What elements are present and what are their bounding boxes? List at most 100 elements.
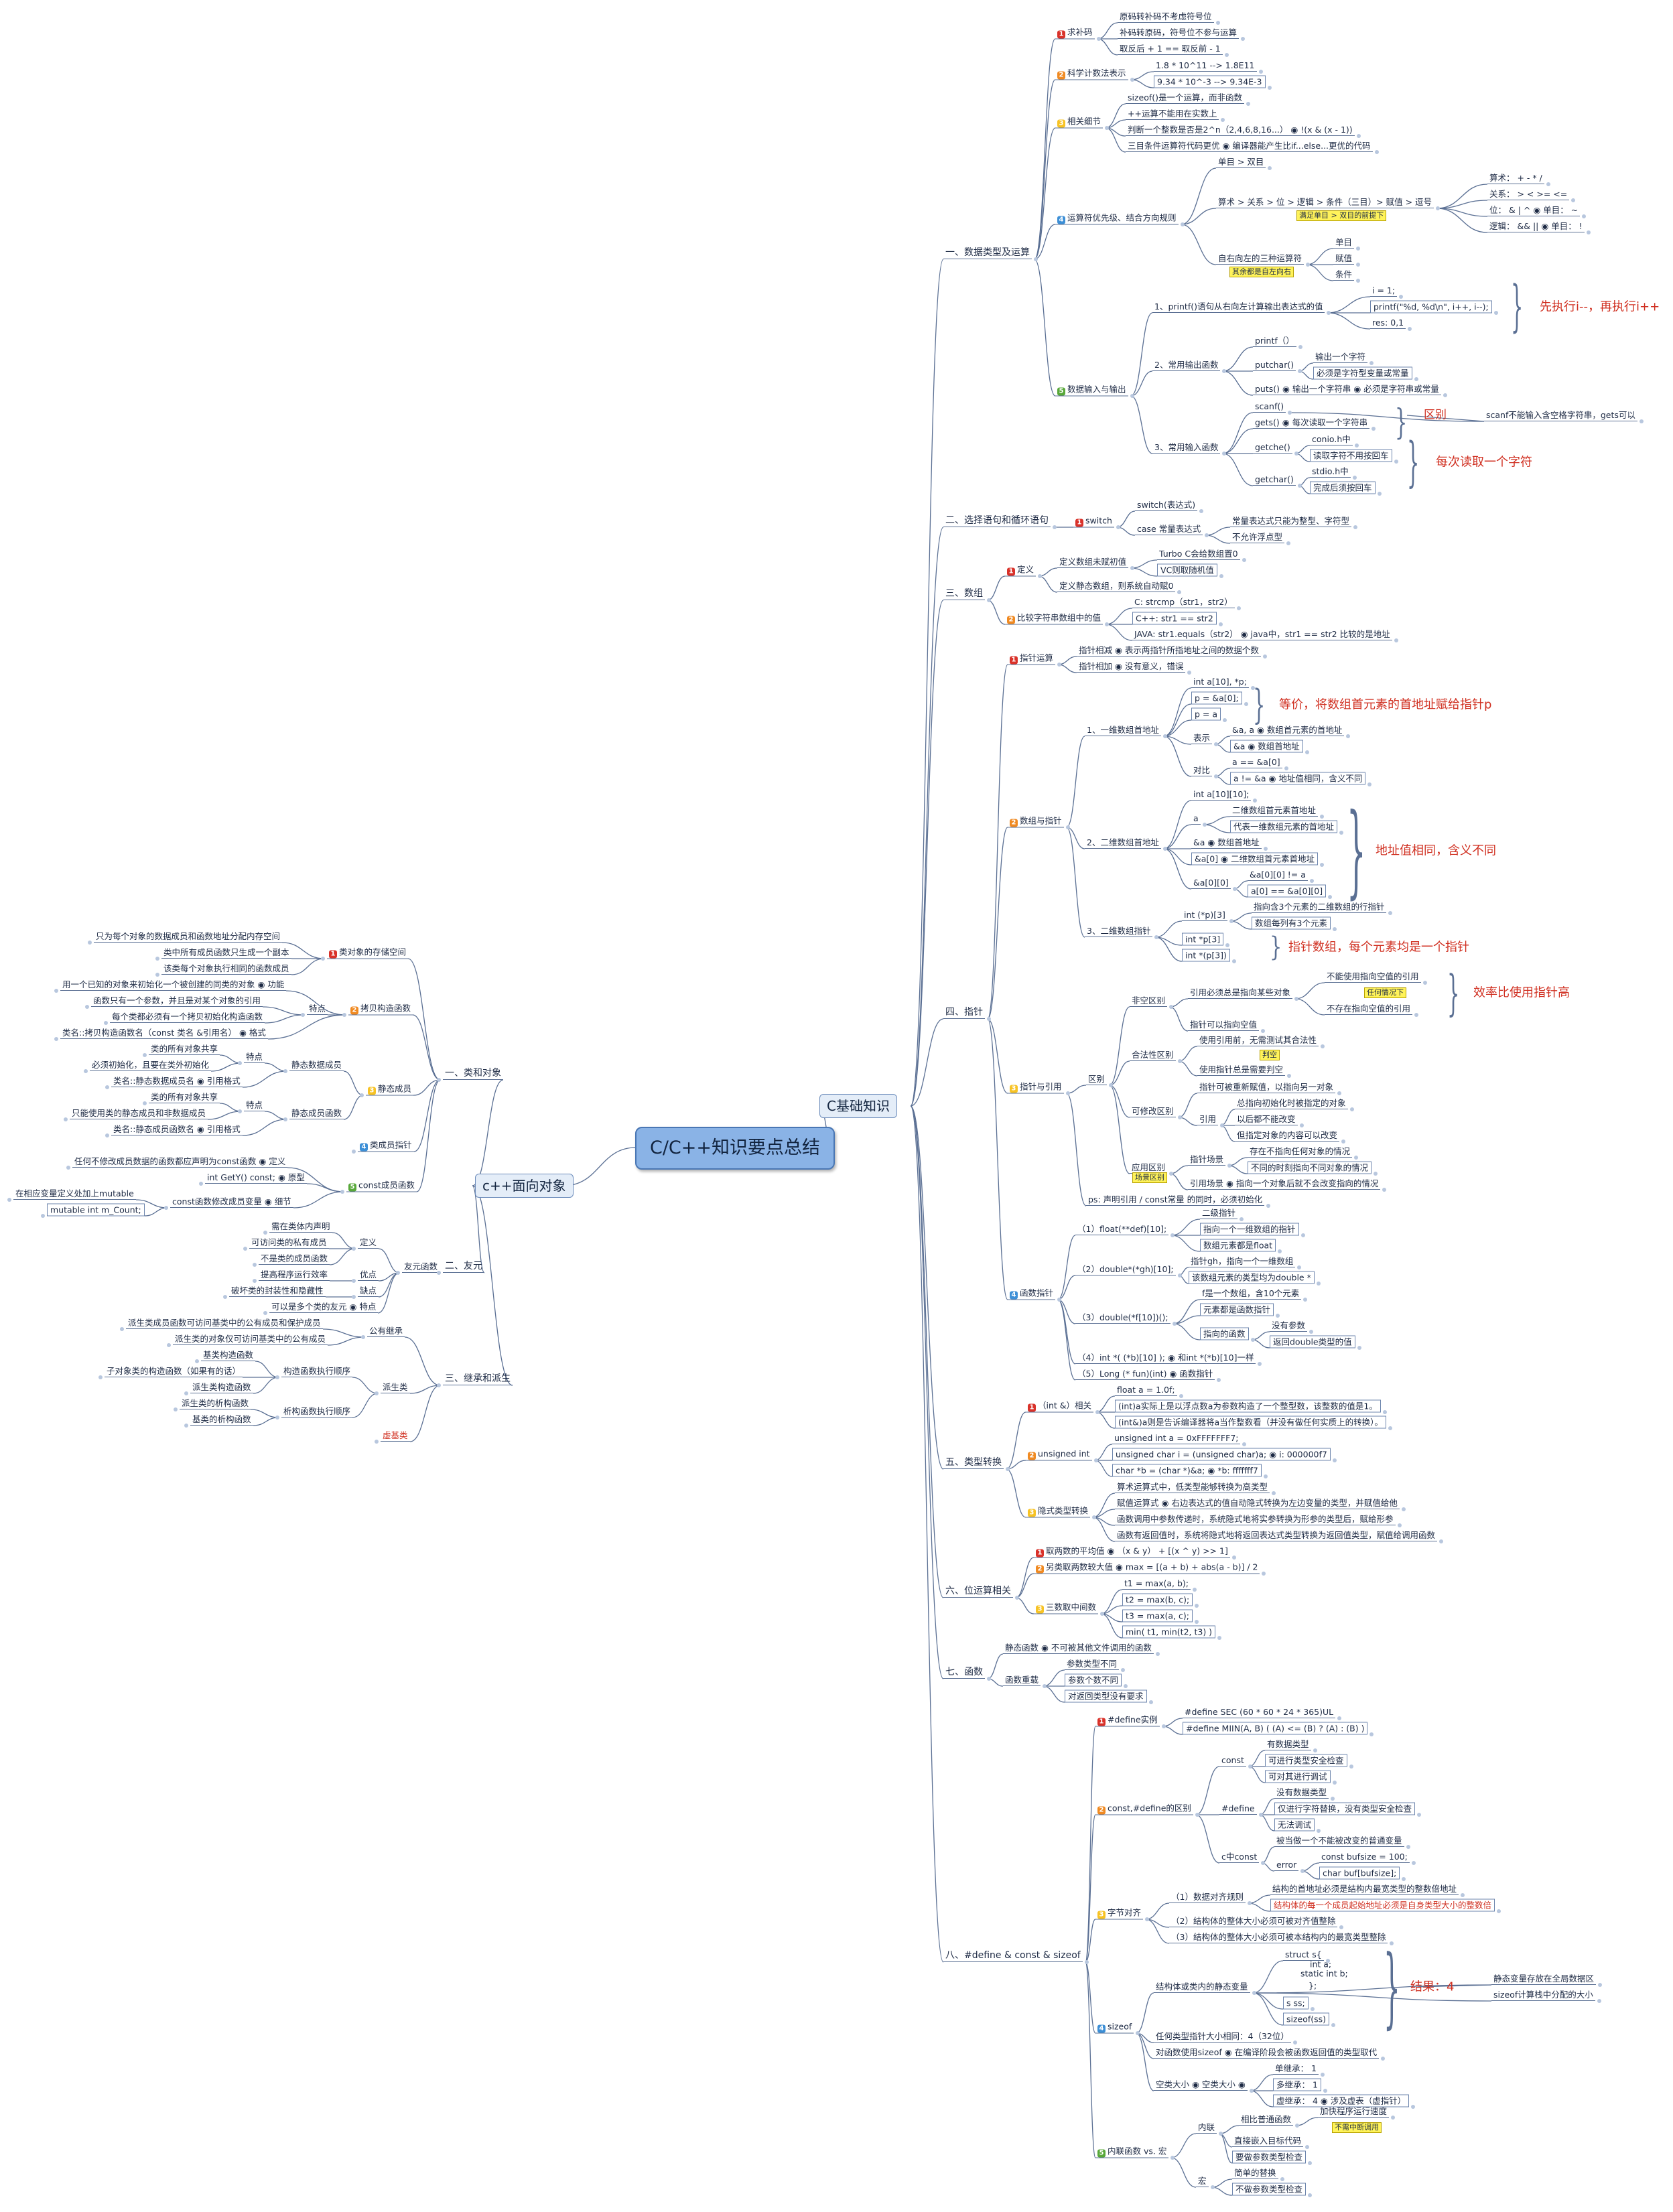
node-c5b3[interactable]: char *b = (char *)&a; ◉ *b: fffffff7 bbox=[1112, 1464, 1262, 1477]
node-c1e33[interactable]: getche() bbox=[1253, 441, 1292, 454]
node-c4b12[interactable]: p = &a[0]; bbox=[1191, 691, 1242, 705]
node-c5[interactable]: 五、类型转换 bbox=[943, 1457, 1004, 1469]
node-p1c111[interactable]: 类的所有对象共享 bbox=[149, 1043, 220, 1055]
node-c5c3[interactable]: 函数调用中参数传递时，系统隐式地将实参转换为形参的类型后，赋给形参 bbox=[1115, 1513, 1396, 1525]
main-topic-m-c[interactable]: C基础知识 bbox=[819, 1094, 897, 1118]
node-c4c2[interactable]: ps: 声明引用 / const常量 的同时，必须初始化 bbox=[1086, 1194, 1265, 1206]
node-p2a31[interactable]: 破坏类的封装性和隐藏性 bbox=[229, 1285, 326, 1297]
node-c1d33[interactable]: 条件 bbox=[1333, 269, 1355, 281]
node-c8b31[interactable]: 被当做一个不能被改变的普通变量 bbox=[1274, 1835, 1404, 1847]
node-c1c3[interactable]: 判断一个整数是否是2^n（2,4,6,8,16...） ◉ !(x & (x -… bbox=[1126, 124, 1355, 136]
node-c1e35[interactable]: scanf不能输入含空格字符串，gets可以 bbox=[1484, 409, 1637, 421]
node-p1b2[interactable]: 特点 bbox=[307, 1003, 328, 1015]
node-c5c1[interactable]: 算术运算式中，低类型能够转换为高类型 bbox=[1115, 1481, 1270, 1493]
node-c8c11[interactable]: 结构的首地址必须是结构内最宽类型的整数倍地址 bbox=[1270, 1883, 1459, 1895]
node-c4c111[interactable]: 引用必须总是指向某些对象 bbox=[1188, 987, 1293, 999]
node-c1e331[interactable]: conio.h中 bbox=[1310, 433, 1353, 445]
node-c6c2[interactable]: t2 = max(b, c); bbox=[1122, 1593, 1193, 1606]
node-c4c1[interactable]: 区别 bbox=[1086, 1073, 1108, 1085]
node-c8a1[interactable]: #define SEC (60 * 60 * 24 * 365)UL bbox=[1183, 1706, 1336, 1718]
node-c7a[interactable]: 静态函数 ◉ 不可被其他文件调用的函数 bbox=[1003, 1642, 1154, 1654]
node-c4c141[interactable]: 指针场景 bbox=[1188, 1154, 1226, 1166]
node-c3[interactable]: 三、数组 bbox=[943, 588, 985, 600]
node-c1c4[interactable]: 三目条件运算符代码更优 ◉ 编译器能产生比if...else...更优的代码 bbox=[1126, 140, 1373, 152]
node-c8d12[interactable]: s ss; bbox=[1283, 1996, 1309, 2010]
node-c4b21[interactable]: int a[10][10]; bbox=[1191, 788, 1252, 801]
node-c1e341[interactable]: stdio.h中 bbox=[1310, 466, 1351, 478]
node-p1a1[interactable]: 只为每个对象的数据成员和函数地址分配内存空间 bbox=[94, 930, 283, 943]
node-c8b32[interactable]: error bbox=[1274, 1859, 1299, 1871]
node-c1e1[interactable]: 1、printf()语句从右向左计算输出表达式的值 bbox=[1152, 301, 1325, 313]
node-c4b152[interactable]: a != &a ◉ 地址值相同，含义不同 bbox=[1230, 772, 1366, 785]
node-c4b252[interactable]: a[0] == &a[0][0] bbox=[1248, 884, 1327, 898]
node-c1d3[interactable]: 自右向左的三种运算符 bbox=[1216, 253, 1304, 265]
node-c8d3[interactable]: 对函数使用sizeof ◉ 在编译阶段会被函数返回值的类型取代 bbox=[1154, 2047, 1380, 2059]
node-p1a2[interactable]: 类中所有成员函数只生成一个副本 bbox=[161, 947, 291, 959]
node-c4d13[interactable]: 数组元素都是float bbox=[1200, 1239, 1276, 1252]
node-c1a3[interactable]: 取反后 + 1 == 取反前 - 1 bbox=[1118, 43, 1223, 55]
node-c1e13[interactable]: res: 0,1 bbox=[1370, 317, 1406, 329]
node-c1d22[interactable]: 关系： > < >= <= bbox=[1487, 188, 1570, 200]
node-c8d2[interactable]: 任何类型指针大小相同：4（32位） bbox=[1154, 2030, 1291, 2043]
node-c8e22[interactable]: 不做参数类型检查 bbox=[1232, 2183, 1307, 2196]
node-p3b[interactable]: 派生类 bbox=[381, 1381, 410, 1393]
node-c4b311[interactable]: 指向含3个元素的二维数组的行指针 bbox=[1252, 901, 1387, 913]
node-p1e2[interactable]: int GetY() const; ◉ 原型 bbox=[205, 1172, 307, 1184]
node-c1[interactable]: 一、数据类型及运算 bbox=[943, 247, 1032, 259]
node-c2a1[interactable]: switch(表达式) bbox=[1135, 499, 1198, 511]
node-c1d2[interactable]: 算术 > 关系 > 位 > 逻辑 > 条件（三目）> 赋值 > 逗号 bbox=[1216, 196, 1434, 208]
node-p2[interactable]: 二、友元 bbox=[443, 1261, 484, 1273]
node-p1a3[interactable]: 该类每个对象执行相同的函数成员 bbox=[161, 963, 291, 975]
node-c3b1[interactable]: C: strcmp（str1，str2） bbox=[1132, 596, 1235, 608]
node-p3b11[interactable]: 基类构造函数 bbox=[201, 1349, 256, 1361]
node-c8d43[interactable]: 虚继承： 4 ◉ 涉及虚表（虚指针） bbox=[1273, 2094, 1410, 2107]
node-c4c132[interactable]: 引用 bbox=[1197, 1113, 1219, 1125]
node-c5c4[interactable]: 函数有返回值时，系统将隐式地将返回表达式类型转换为返回值类型，赋值给调用函数 bbox=[1115, 1529, 1438, 1541]
node-c1e222[interactable]: 必须是字符型变量或常量 bbox=[1313, 366, 1412, 380]
node-c4b23[interactable]: &a ◉ 数组首地址 bbox=[1191, 837, 1262, 849]
node-c1e23[interactable]: puts() ◉ 输出一个字符串 ◉ 必须是字符串或常量 bbox=[1253, 383, 1441, 395]
node-c4b222[interactable]: 代表一维数组元素的首地址 bbox=[1230, 820, 1338, 833]
node-p3b22[interactable]: 基类的析构函数 bbox=[190, 1413, 253, 1426]
node-c4c1321[interactable]: 总指向初始化时被指定的对象 bbox=[1235, 1097, 1348, 1109]
node-p2a13[interactable]: 不是类的成员函数 bbox=[259, 1253, 330, 1265]
node-p3[interactable]: 三、继承和派生 bbox=[443, 1373, 513, 1385]
node-p2a3[interactable]: 缺点 bbox=[358, 1285, 379, 1297]
node-c7b[interactable]: 函数重载 bbox=[1003, 1674, 1041, 1686]
node-p1c211[interactable]: 类的所有对象共享 bbox=[149, 1091, 220, 1103]
node-c8b13[interactable]: 可对其进行调试 bbox=[1265, 1770, 1331, 1783]
node-c1a1[interactable]: 原码转补码不考虑符号位 bbox=[1118, 11, 1214, 23]
node-c4a2[interactable]: 指针相加 ◉ 没有意义，错误 bbox=[1077, 661, 1186, 673]
node-c4b31[interactable]: int (*p)[3] bbox=[1182, 909, 1227, 921]
node-c6c3[interactable]: t3 = max(a, c); bbox=[1122, 1609, 1193, 1622]
node-p1e1[interactable]: 任何不修改成员数据的函数都应声明为const函数 ◉ 定义 bbox=[72, 1156, 288, 1168]
node-c3a12[interactable]: VC则取随机值 bbox=[1157, 563, 1217, 577]
node-c5a3[interactable]: (int&)a则是告诉编译器将a当作整数看（并没有做任何实质上的转换）。 bbox=[1115, 1415, 1386, 1429]
node-c4b312[interactable]: 数组每列有3个元素 bbox=[1252, 916, 1331, 930]
node-c8d42[interactable]: 多继承： 1 bbox=[1273, 2078, 1321, 2091]
node-c6[interactable]: 六、位运算相关 bbox=[943, 1586, 1013, 1598]
node-c4[interactable]: 四、指针 bbox=[943, 1007, 985, 1019]
node-p1c1[interactable]: 静态数据成员 bbox=[289, 1059, 344, 1071]
node-c8d41[interactable]: 单继承： 1 bbox=[1273, 2063, 1319, 2075]
node-c8b11[interactable]: 有数据类型 bbox=[1265, 1738, 1311, 1750]
node-c1e31[interactable]: scanf() bbox=[1253, 401, 1286, 413]
node-c8d1[interactable]: 结构体或类内的静态变量 bbox=[1154, 1981, 1250, 1993]
node-p2a1[interactable]: 定义 bbox=[358, 1237, 379, 1249]
node-p1b21[interactable]: 函数只有一个参数，并且是对某个对象的引用 bbox=[91, 995, 263, 1007]
node-c4c13[interactable]: 可修改区别 bbox=[1130, 1105, 1176, 1117]
node-c8d5[interactable]: 静态变量存放在全局数据区 bbox=[1491, 1973, 1597, 1985]
node-c1e32[interactable]: gets() ◉ 每次读取一个字符串 bbox=[1253, 417, 1370, 429]
node-c4c1112[interactable]: 不存在指向空值的引用 bbox=[1325, 1003, 1413, 1015]
